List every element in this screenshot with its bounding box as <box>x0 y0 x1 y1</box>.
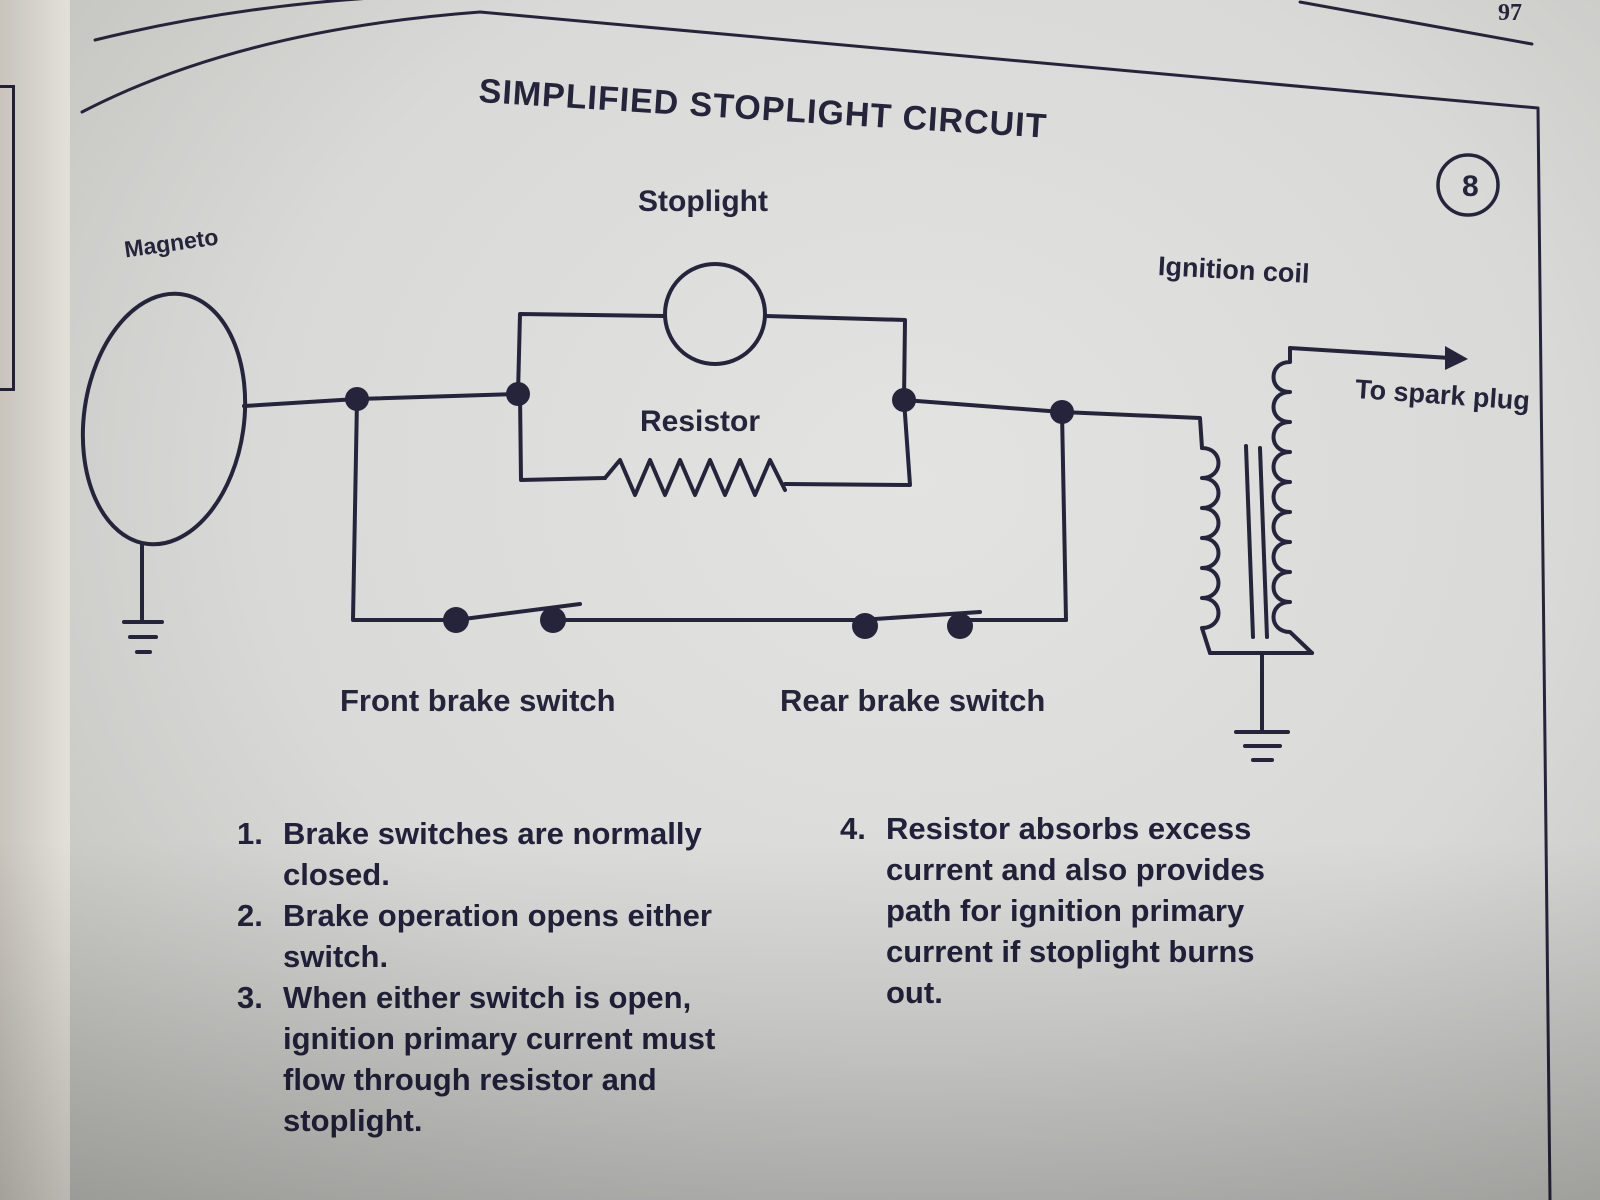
junction-node <box>1050 400 1074 424</box>
page-number: 97 <box>1498 0 1522 26</box>
junction-node <box>892 388 916 412</box>
spark-plug-arrow-icon <box>1445 346 1468 370</box>
book-page <box>70 0 1600 1200</box>
note-number: 1. <box>237 816 263 851</box>
magneto-symbol <box>80 291 248 547</box>
note-number: 3. <box>237 980 263 1015</box>
rear-brake-switch-label: Rear brake switch <box>780 683 1046 718</box>
figure-number-circle <box>1436 153 1500 217</box>
switch-contact <box>540 607 566 633</box>
note-number: 4. <box>840 811 866 846</box>
front-brake-switch-label: Front brake switch <box>340 683 616 718</box>
header-rule-right <box>1298 0 1534 46</box>
switch-contact <box>947 613 973 639</box>
junction-node <box>345 387 369 411</box>
resistor-symbol <box>603 458 787 497</box>
note-item: 1. Brake switches are normally closed. <box>237 813 777 895</box>
note-item: 2. Brake operation opens either switch. <box>237 895 777 977</box>
stoplight-lamp <box>663 262 767 366</box>
notes-right: 4. Resistor absorbs excess current and al… <box>840 808 1300 1013</box>
notes-left: 1. Brake switches are normally closed. 2.… <box>237 813 777 1141</box>
note-item: 4. Resistor absorbs excess current and al… <box>840 808 1300 1013</box>
coil-core <box>1244 444 1255 639</box>
note-text: Brake operation opens either switch. <box>283 898 712 974</box>
note-item: 3. When either switch is open, ignition p… <box>237 977 777 1141</box>
figure-number: 8 <box>1462 170 1479 203</box>
ignition-coil-secondary <box>1271 346 1314 655</box>
note-text: When either switch is open, ignition pri… <box>283 980 716 1138</box>
junction-node <box>506 382 530 406</box>
switch-contact <box>443 607 469 633</box>
switch-contact <box>852 613 878 639</box>
ignition-coil-primary <box>1200 446 1221 655</box>
page-header-rule <box>93 0 365 42</box>
stoplight-label: Stoplight <box>638 185 768 218</box>
frame-border <box>80 10 1552 1200</box>
note-number: 2. <box>237 898 263 933</box>
note-text: Resistor absorbs excess current and also… <box>886 811 1265 1010</box>
note-text: Brake switches are normally closed. <box>283 816 702 892</box>
front-brake-switch-blade <box>454 602 582 622</box>
resistor-label: Resistor <box>640 405 761 438</box>
left-page-frame <box>0 85 15 391</box>
